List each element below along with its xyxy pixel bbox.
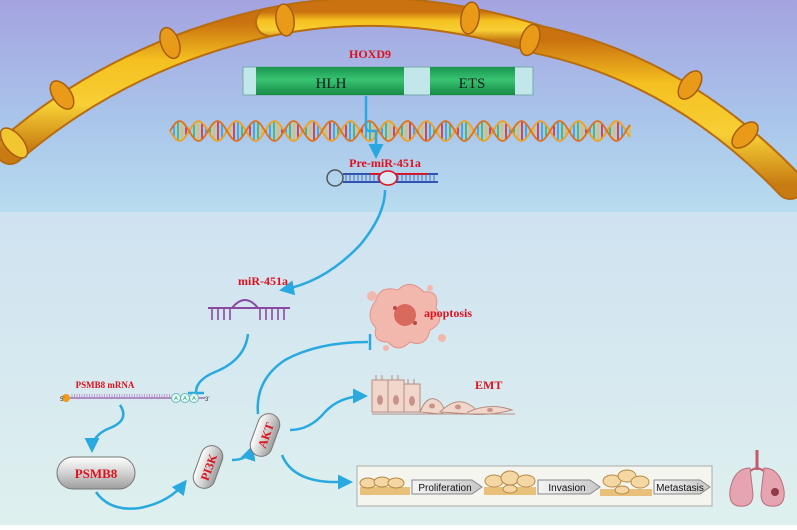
polya-1: A	[174, 396, 178, 402]
processing-arrow	[279, 189, 387, 296]
hlh-domain	[256, 67, 404, 95]
pi3k-node: PI3K	[192, 445, 224, 489]
transcription-arrow	[364, 96, 384, 159]
dna-helix	[169, 120, 631, 142]
hlh-label: HLH	[316, 76, 347, 92]
mrna-label: PSMB8 mRNA	[76, 380, 135, 390]
ets-domain	[430, 67, 515, 95]
mrna-5prime: 5'	[60, 397, 64, 403]
dna-strand	[169, 120, 631, 142]
emt-cells	[371, 375, 515, 415]
mature-mir	[208, 299, 290, 320]
mrna-3prime: 3'	[205, 397, 209, 403]
akt-node: AKT	[249, 413, 281, 457]
invasion-tissue	[484, 470, 536, 495]
dna-strand	[169, 120, 631, 142]
pre-mir-hairpin	[326, 169, 438, 187]
psmb8-mrna	[62, 393, 205, 403]
psmb8-pi3k-arrow	[94, 479, 187, 510]
proliferation-tissue	[359, 476, 410, 495]
ets-label: ETS	[459, 76, 486, 92]
nuclear-membrane	[0, 0, 797, 200]
stage-metastasis: Metastasis	[656, 483, 704, 494]
mir-label: miR-451a	[238, 274, 288, 288]
translation-arrow	[84, 404, 125, 453]
psmb8-node	[56, 456, 136, 490]
stage-invasion: Invasion	[548, 483, 585, 494]
gene-name: HOXD9	[349, 47, 391, 61]
akt-emt-arrow	[289, 388, 368, 432]
emt-label: EMT	[475, 378, 502, 392]
stage-proliferation: Proliferation	[418, 483, 471, 494]
stages-panel	[356, 465, 713, 507]
psmb8-label: PSMB8	[75, 466, 118, 481]
pre-mir-label: Pre-miR-451a	[349, 156, 421, 170]
akt-stages-arrow	[280, 454, 353, 490]
apoptosis-label: apoptosis	[424, 306, 472, 320]
metastasis-tissue	[600, 469, 652, 496]
apoptosis-cell	[367, 284, 446, 351]
akt-apoptosis-inhibition	[256, 340, 369, 415]
polya-3: A	[192, 396, 196, 402]
lungs-icon	[729, 450, 785, 507]
polya-2: A	[183, 396, 187, 402]
gene-bar	[242, 66, 534, 96]
mir-inhibition-arrow	[194, 333, 250, 393]
